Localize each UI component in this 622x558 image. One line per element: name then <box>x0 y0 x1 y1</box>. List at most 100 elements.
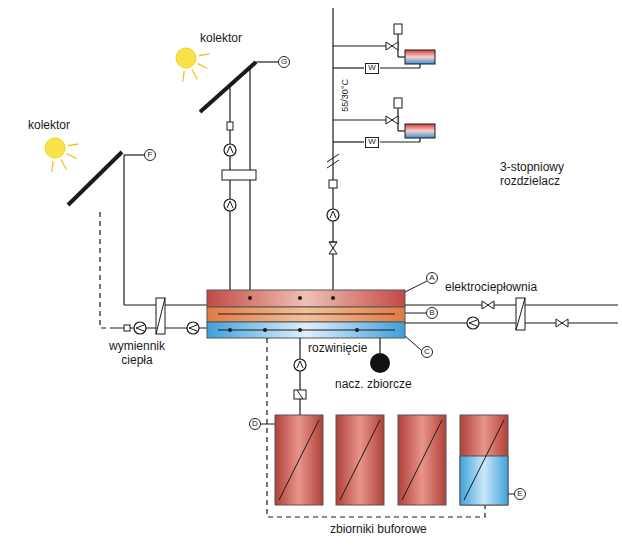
sun-ray <box>68 144 79 146</box>
pump-symbol <box>467 317 479 329</box>
temperature-label: 55/30°C <box>340 79 351 112</box>
node-text: C <box>424 348 430 356</box>
tank-coil <box>340 420 380 500</box>
inner-pipe <box>218 330 395 331</box>
pipe-line <box>419 138 420 142</box>
heat-exchanger <box>222 170 256 180</box>
tank-coil <box>402 420 442 500</box>
pump-symbol <box>224 144 236 156</box>
heat-exchanger <box>156 298 165 334</box>
sun-ray <box>199 54 210 56</box>
buffer-tank-cold <box>460 456 508 505</box>
pump-symbol <box>227 201 233 208</box>
pipe-line <box>333 67 364 68</box>
pipe-line <box>398 130 405 131</box>
solar-collector <box>200 62 256 112</box>
pipe-line <box>249 68 250 298</box>
component-label: elektrociepłownia <box>445 280 537 294</box>
valve-symbol <box>329 242 337 243</box>
node-text: F <box>148 151 153 159</box>
filter-symbol <box>297 390 303 399</box>
thermostat-valve <box>394 98 402 108</box>
component-label: rozwinięcie <box>308 341 367 355</box>
sun-ray <box>67 154 77 159</box>
leader-line <box>261 424 275 425</box>
sun-symbol <box>45 138 65 158</box>
connection-dot <box>263 328 267 332</box>
storage-band <box>207 322 405 338</box>
callout-circle: C <box>421 346 433 358</box>
inner-pipe <box>218 314 395 315</box>
buffer-tank <box>398 415 446 505</box>
pipe-line <box>123 155 124 305</box>
solar-collector <box>68 152 122 205</box>
pipe-line <box>398 56 405 57</box>
callout-circle: G <box>278 56 290 68</box>
pump-symbol <box>469 320 477 326</box>
callout-circle: B <box>426 307 438 319</box>
connection-dot <box>331 296 335 300</box>
check-valve <box>329 180 337 188</box>
node-text: B <box>429 309 434 317</box>
component-label: nacz. zbiorcze <box>335 377 412 391</box>
pipe-line <box>405 304 618 305</box>
pump-symbol <box>187 322 199 334</box>
buffer-tank <box>275 415 323 505</box>
pump-symbol <box>294 359 306 371</box>
callout-circle: D <box>249 418 261 430</box>
radiator <box>405 124 435 138</box>
valve-symbol <box>482 301 494 309</box>
thermostat-valve <box>394 24 402 34</box>
filter-symbol <box>294 390 306 399</box>
sun-ray <box>183 71 185 82</box>
expansion-vessel <box>370 353 390 373</box>
component-label: kolektor <box>28 118 70 132</box>
pipe-line <box>256 61 278 62</box>
pipe-line <box>124 154 144 155</box>
callout-circle: E <box>514 488 526 500</box>
callout-circle: A <box>426 272 438 284</box>
node-text: W <box>368 138 376 146</box>
dashed-pipe <box>100 212 113 328</box>
component-label: zbiorniki buforowe <box>330 522 427 536</box>
connection-dot <box>228 328 232 332</box>
sun-ray <box>198 64 208 69</box>
check-valve <box>124 325 130 331</box>
heat-exchanger <box>516 298 525 330</box>
pipe-line <box>380 67 420 68</box>
pump-symbol <box>297 361 303 368</box>
sun-ray <box>192 69 197 79</box>
dashed-pipe <box>267 338 485 517</box>
callout-circle: F <box>144 149 156 161</box>
valve-symbol <box>556 319 568 327</box>
meter-box: W <box>365 137 379 148</box>
node-text: W <box>368 64 376 72</box>
leader-line <box>405 336 421 350</box>
pump-symbol <box>224 199 236 211</box>
pipe-line <box>380 141 420 142</box>
node-text: D <box>252 420 258 428</box>
pipe-line <box>405 322 618 323</box>
sun-ray <box>61 159 66 169</box>
pipe-line <box>299 338 300 415</box>
pipe-break <box>327 160 339 168</box>
buffer-tank <box>460 415 508 505</box>
heat-exchanger <box>516 298 525 330</box>
pump-symbol <box>227 146 233 153</box>
pump-symbol <box>134 322 146 334</box>
leader-line <box>405 313 426 314</box>
node-text: G <box>281 58 287 66</box>
sun-symbol <box>176 48 196 68</box>
valve-symbol <box>386 42 398 50</box>
leader-line <box>405 281 427 292</box>
storage-band <box>207 290 405 307</box>
buffer-tank <box>336 415 384 505</box>
radiator <box>405 50 435 64</box>
connection-dot <box>355 328 359 332</box>
component-label: kolektor <box>200 31 242 45</box>
heat-exchanger <box>156 298 165 334</box>
check-valve <box>227 122 233 130</box>
tank-coil <box>464 420 504 500</box>
pump-symbol <box>189 325 197 331</box>
